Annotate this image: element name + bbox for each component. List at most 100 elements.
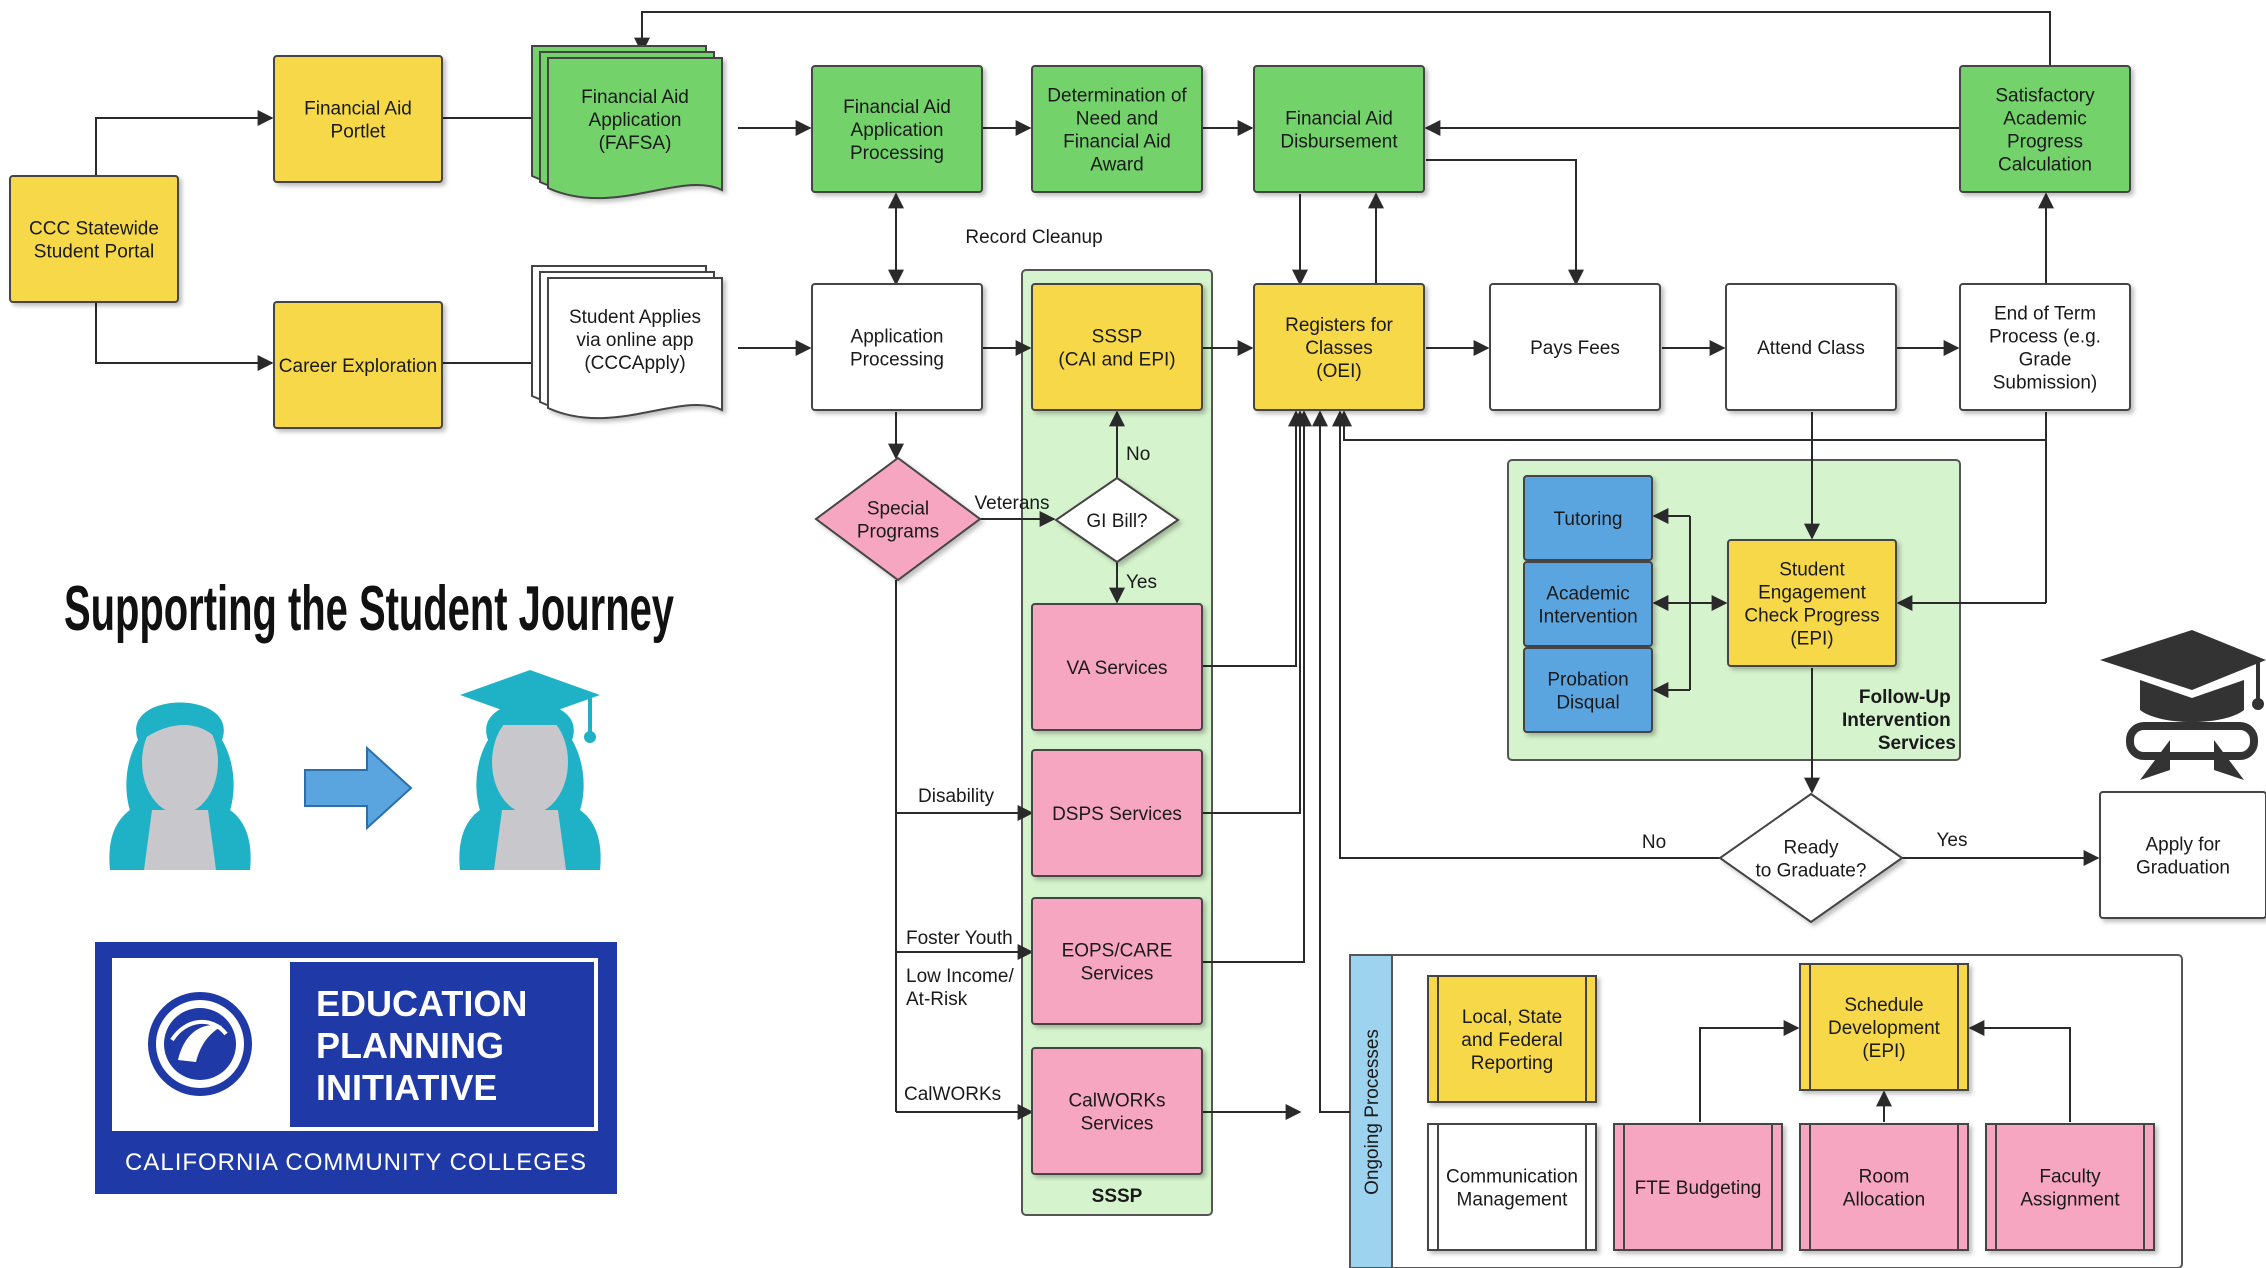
node-fte: FTE Budgeting (1613, 1123, 1783, 1251)
node-label: Tutoring (1554, 509, 1623, 530)
node-label-line: (EPI) (1862, 1041, 1905, 1062)
ready-yes-label: Yes (1937, 830, 1968, 851)
node-dsps: DSPS Services (1031, 749, 1203, 877)
node-label-line: Communication (1446, 1167, 1578, 1188)
graduation-cap-icon (2100, 630, 2266, 780)
graduate-icon (459, 670, 601, 870)
node-label-line: Process (e.g. (1989, 327, 2101, 348)
node-label-line: GI Bill? (1086, 511, 1147, 532)
node-label-line: Need and (1076, 109, 1158, 130)
node-tutoring: Tutoring (1523, 475, 1653, 561)
node-label-line: Probation (1547, 670, 1628, 691)
node-label-line: End of Term (1994, 304, 2096, 325)
node-sssp-box: SSSP(CAI and EPI) (1031, 283, 1203, 411)
node-label-line: Pays Fees (1530, 338, 1620, 359)
node-label-line: Submission) (1993, 373, 2098, 394)
node-label-line: Attend Class (1757, 338, 1865, 359)
node-label-line: Processing (850, 350, 944, 371)
node-label-line: DSPS Services (1052, 804, 1182, 825)
node-pays: Pays Fees (1489, 283, 1661, 411)
node-label-line: Apply for (2146, 835, 2222, 856)
node-label-line: FTE Budgeting (1635, 1178, 1762, 1199)
node-label-line: Portlet (331, 122, 387, 143)
node-label-line: VA Services (1066, 658, 1167, 679)
node-va: VA Services (1031, 603, 1203, 731)
node-label-line: Ready (1784, 838, 1839, 859)
node-label-line: (EPI) (1790, 629, 1833, 650)
node-label-line: Calculation (1998, 155, 2092, 176)
node-label-line: Student Portal (34, 242, 154, 263)
node-label-line: Graduation (2136, 858, 2230, 879)
node-label-line: to Graduate? (1756, 861, 1867, 882)
node-label-line: Room (1859, 1167, 1910, 1188)
ongoing-label: Ongoing Processes (1362, 1029, 1383, 1195)
node-attend: Attend Class (1725, 283, 1897, 411)
node-label-line: Financial Aid (1063, 132, 1171, 153)
node-label-line: Faculty (2039, 1167, 2101, 1188)
low-income-line-1: Low Income/ (906, 966, 1014, 987)
node-label-line: Local, State (1462, 1007, 1562, 1028)
node-label-line: Management (1457, 1190, 1569, 1211)
node-label-line: (FAFSA) (599, 133, 672, 154)
ready-no-label: No (1642, 832, 1666, 853)
node-label-line: Services (1081, 1114, 1154, 1135)
logo-line-1: EDUCATION (316, 983, 527, 1024)
logo-line-3: INITIATIVE (316, 1067, 497, 1108)
node-label-line: Services (1081, 964, 1154, 985)
node-label-line: Allocation (1843, 1190, 1925, 1211)
node-label-line: (CAI and EPI) (1058, 350, 1175, 371)
student-icon (109, 702, 251, 870)
record-cleanup-label: Record Cleanup (965, 227, 1102, 248)
node-label-line: Assignment (2020, 1190, 2120, 1211)
node-label-line: Grade (2019, 350, 2072, 371)
node-label-line: (CCCApply) (584, 353, 685, 374)
node-label-line: Application (851, 120, 944, 141)
node-label-line: Academic (2003, 109, 2086, 130)
node-label-line: Student Applies (569, 307, 701, 328)
page-title: Supporting the Student Journey (64, 574, 674, 645)
node-label-line: Satisfactory (1995, 86, 2095, 107)
edges (95, 11, 2100, 1122)
node-label-line: (OEI) (1316, 361, 1361, 382)
node-label-line: via online app (576, 330, 693, 351)
gibill-no-label: No (1126, 444, 1150, 465)
node-label-line: Student (1779, 560, 1845, 581)
node-label-line: Progress (2007, 132, 2083, 153)
node-label-line: SSSP (1092, 327, 1143, 348)
node-label-line: Academic (1546, 584, 1629, 605)
ongoing-sidebar (1349, 954, 1393, 1268)
node-label-line: Disqual (1556, 693, 1619, 714)
logo-footer: CALIFORNIA COMMUNITY COLLEGES (125, 1149, 587, 1176)
